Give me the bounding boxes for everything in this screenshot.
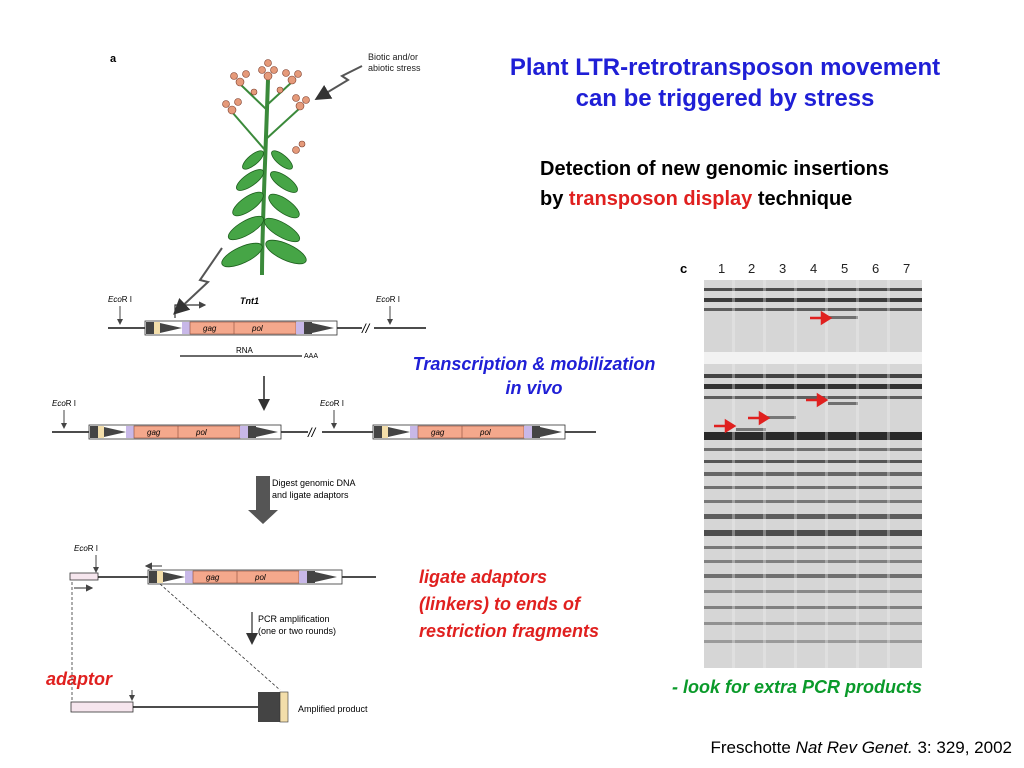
svg-text:EcoR I: EcoR I: [376, 295, 400, 304]
svg-text://: //: [361, 321, 371, 336]
svg-text:EcoR I: EcoR I: [74, 544, 98, 553]
ligate-line-1: ligate adaptors: [419, 567, 548, 587]
svg-text:pol: pol: [251, 324, 263, 333]
svg-text:gag: gag: [147, 428, 161, 437]
ligate-line-2: (linkers) to ends of: [419, 594, 581, 614]
subtitle-rest: technique: [752, 188, 853, 210]
svg-text:pol: pol: [479, 428, 491, 437]
lane-label-5: 5: [841, 261, 848, 276]
subtitle-line-1: Detection of new genomic insertions: [540, 158, 889, 180]
lane-labels: 1 2 3 4 5 6 7: [718, 261, 910, 276]
panel-a-letter: a: [110, 53, 117, 65]
transcription-line-1: Transcription & mobilization: [412, 354, 656, 374]
lane-label-2: 2: [748, 261, 755, 276]
tnt1-label: Tnt1: [240, 296, 259, 306]
amplified-product-label: Amplified product: [298, 704, 368, 714]
ligate-note: ligate adaptors (linkers) to ends of res…: [419, 564, 679, 645]
slide-title: Plant LTR-retrotransposon movement can b…: [440, 52, 1010, 114]
svg-text:gag: gag: [203, 324, 217, 333]
lane-label-1: 1: [718, 261, 725, 276]
citation: Freschotte Nat Rev Genet. 3: 329, 2002: [711, 738, 1012, 758]
citation-journal: Nat Rev Genet.: [795, 738, 913, 757]
pcr-label-line-2: (one or two rounds): [258, 626, 336, 636]
figure-panel-a: a Biotic and/or ab: [52, 52, 596, 723]
title-line-2: can be triggered by stress: [575, 85, 875, 112]
lane-label-7: 7: [903, 261, 910, 276]
svg-text:gag: gag: [431, 428, 445, 437]
adaptor-ligated-fragment: EcoR I gag pol: [69, 544, 376, 700]
lane-label-3: 3: [779, 261, 786, 276]
svg-text:EcoR I: EcoR I: [52, 399, 76, 408]
new-insertion-arrows: [714, 310, 833, 434]
svg-text:AAA: AAA: [304, 353, 318, 360]
digest-label-line-1: Digest genomic DNA: [272, 478, 356, 488]
lane-label-4: 4: [810, 261, 817, 276]
tnt1-new-insertion-row: EcoR I EcoR I // gag pol gag pol: [52, 399, 596, 440]
transcription-line-2: in vivo: [505, 378, 563, 398]
svg-text:EcoR I: EcoR I: [320, 399, 344, 408]
svg-text:pol: pol: [254, 573, 266, 582]
citation-author: Freschotte: [710, 738, 796, 757]
svg-text:RNA: RNA: [236, 346, 254, 355]
svg-text://: //: [307, 425, 317, 440]
gel-image: c 1 2 3 4 5 6 7: [680, 261, 922, 668]
svg-text:pol: pol: [195, 428, 207, 437]
slide-subtitle: Detection of new genomic insertions by t…: [540, 154, 1010, 214]
amplified-product: Amplified product: [70, 690, 368, 723]
digest-arrow: [248, 476, 278, 524]
transcription-note: Transcription & mobilization in vivo: [376, 352, 692, 400]
stress-label-line-1: Biotic and/or: [368, 52, 418, 62]
plant-illustration: [221, 59, 310, 276]
stress-arrow-top: [314, 65, 363, 101]
subtitle-line-2: by transposon display technique: [540, 184, 1010, 214]
tnt1-genomic-row: EcoR I EcoR I Tnt1 // gag pol RNA AAA: [108, 295, 426, 360]
adaptor-label: adaptor: [46, 669, 113, 689]
lane-label-6: 6: [872, 261, 879, 276]
citation-ref: 3: 329, 2002: [912, 738, 1012, 757]
svg-text:EcoR I: EcoR I: [108, 295, 132, 304]
stress-arrow-bottom: [173, 247, 223, 315]
panel-c-letter: c: [680, 261, 687, 276]
stress-label-line-2: abiotic stress: [368, 63, 421, 73]
pcr-label-line-1: PCR amplification: [258, 614, 330, 624]
ligate-line-3: restriction fragments: [419, 621, 600, 641]
subtitle-by: by: [540, 188, 569, 210]
subtitle-highlight: transposon display: [568, 188, 753, 210]
pcr-products-note: - look for extra PCR products: [672, 677, 923, 697]
title-line-1: Plant LTR-retrotransposon movement: [509, 54, 941, 81]
digest-label-line-2: and ligate adaptors: [272, 490, 349, 500]
svg-text:gag: gag: [206, 573, 220, 582]
